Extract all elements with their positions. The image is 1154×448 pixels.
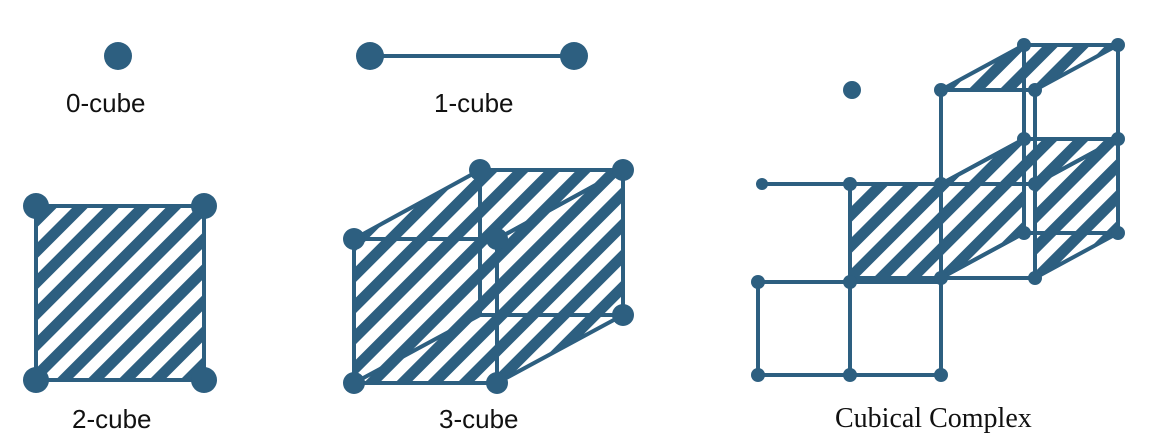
- two-cube: [23, 193, 217, 393]
- one-cube: [356, 42, 588, 70]
- label-0-cube: 0-cube: [66, 88, 146, 118]
- label-2-cube: 2-cube: [72, 404, 152, 434]
- zero-cube: [104, 42, 132, 70]
- label-1-cube: 1-cube: [434, 88, 514, 118]
- cubical-complex: [751, 38, 1125, 382]
- label-3-cube: 3-cube: [439, 404, 519, 434]
- label-cubical-complex: Cubical Complex: [835, 403, 1032, 434]
- three-cube: [343, 159, 634, 394]
